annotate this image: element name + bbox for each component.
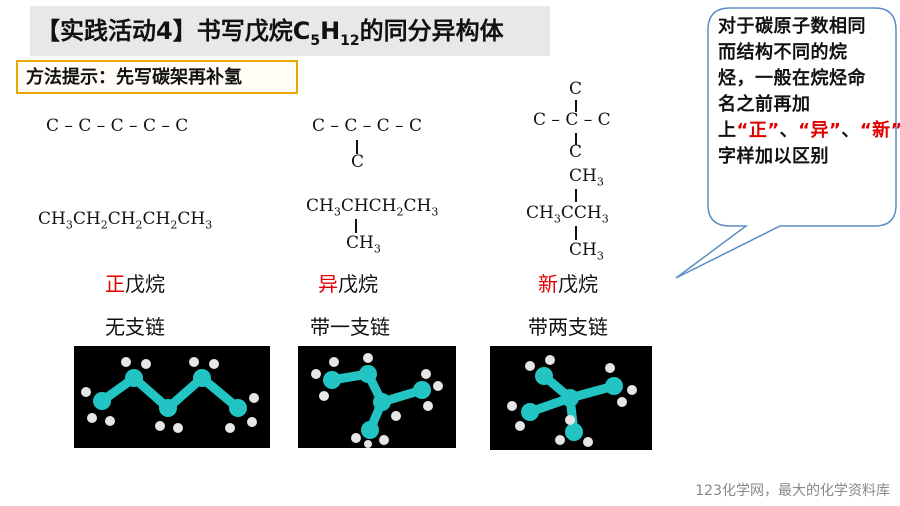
formula-iso-branch: CH3 [346,233,381,256]
skeleton-neo-bottom: C [569,142,583,162]
bond-neo-formula-top [575,189,577,202]
skeleton-neo-top: C [569,79,583,99]
method-hint: 方法提示：先写碳架再补氢 [16,60,298,94]
formula-neo-bottom: CH3 [569,240,604,263]
bond-iso [356,140,358,154]
skeleton-iso-main: C – C – C – C [312,116,422,136]
slide-title: 【实践活动4】书写戊烷C5H12的同分异构体 [30,6,550,56]
branch-one: 带一支链 [310,315,390,339]
title-suffix: 的同分异构体 [359,17,504,45]
name-isopentane: 异戊烷 [318,272,378,296]
model-n-pentane [74,346,270,448]
bond-iso-formula [355,219,357,233]
speech-bubble [670,0,900,290]
formula-iso-main: CH3CHCH2CH3 [306,196,439,219]
title-h: H [320,17,341,45]
formula-neo-mid: CH3CCH3 [526,203,609,226]
name-neopentane: 新戊烷 [538,272,598,296]
title-sub-5: 5 [310,32,321,49]
model-isopentane [298,346,456,448]
model-neopentane [490,346,652,450]
title-sub-12: 12 [340,32,360,49]
name-n-pentane: 正戊烷 [105,272,165,296]
skeleton-iso-branch: C [351,152,365,172]
skeleton-normal: C – C – C – C – C [46,116,189,136]
bond-neo-bottom [575,133,577,145]
formula-neo-top: CH3 [569,166,604,189]
bubble-text: 对于碳原子数相同而结构不同的烷烃，一般在烷烃命名之前再加上“正”、“异”、“新”… [718,16,900,167]
branch-none: 无支链 [105,315,165,339]
footer-watermark: 123化学网，最大的化学资料库 [695,483,890,499]
bond-neo-formula-bottom [575,226,577,240]
title-prefix: 【实践活动4】书写戊烷C [36,17,311,45]
formula-normal: CH3CH2CH2CH2CH3 [38,209,213,232]
branch-two: 带两支链 [528,315,608,339]
bond-neo-top [575,100,577,112]
skeleton-neo-mid: C – C – C [533,110,611,130]
